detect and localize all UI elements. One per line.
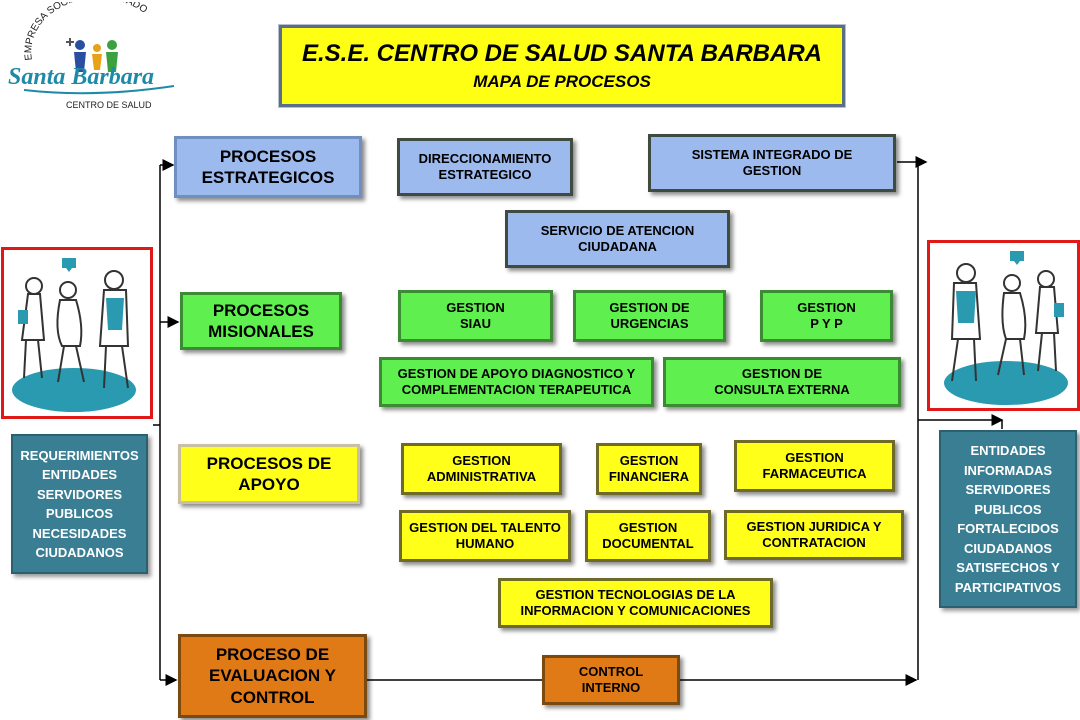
- process-urgencias: GESTION DE URGENCIAS: [573, 290, 726, 342]
- process-direccionamiento: DIRECCIONAMIENTO ESTRATEGICO: [397, 138, 573, 196]
- process-financiera: GESTION FINANCIERA: [596, 443, 702, 495]
- process-documental: GESTION DOCUMENTAL: [585, 510, 711, 562]
- process-consulta-externa: GESTION DE CONSULTA EXTERNA: [663, 357, 901, 407]
- process-administrativa: GESTION ADMINISTRATIVA: [401, 443, 562, 495]
- process-juridica: GESTION JURIDICA Y CONTRATACION: [724, 510, 904, 560]
- process-pyp: GESTION P Y P: [760, 290, 893, 342]
- citizens-illustration-left: [1, 247, 153, 419]
- category-estrategicos: PROCESOS ESTRATEGICOS: [174, 136, 362, 198]
- process-siau: GESTION SIAU: [398, 290, 553, 342]
- category-apoyo: PROCESOS DE APOYO: [178, 444, 360, 504]
- process-control-interno: CONTROL INTERNO: [542, 655, 680, 705]
- people-icon: [930, 243, 1077, 408]
- process-servicio-atencion: SERVICIO DE ATENCION CIUDADANA: [505, 210, 730, 268]
- people-icon: [4, 250, 150, 416]
- inputs-box: REQUERIMIENTOS ENTIDADES SERVIDORES PUBL…: [11, 434, 148, 574]
- category-misionales: PROCESOS MISIONALES: [180, 292, 342, 350]
- process-sistema-integrado: SISTEMA INTEGRADO DE GESTION: [648, 134, 896, 192]
- process-talento-humano: GESTION DEL TALENTO HUMANO: [399, 510, 571, 562]
- citizens-illustration-right: [927, 240, 1080, 411]
- process-tecnologias: GESTION TECNOLOGIAS DE LA INFORMACION Y …: [498, 578, 773, 628]
- category-evaluacion: PROCESO DE EVALUACION Y CONTROL: [178, 634, 367, 718]
- process-apoyo-diagnostico: GESTION DE APOYO DIAGNOSTICO Y COMPLEMEN…: [379, 357, 654, 407]
- process-farmaceutica: GESTION FARMACEUTICA: [734, 440, 895, 492]
- outputs-box: ENTIDADES INFORMADAS SERVIDORES PUBLICOS…: [939, 430, 1077, 608]
